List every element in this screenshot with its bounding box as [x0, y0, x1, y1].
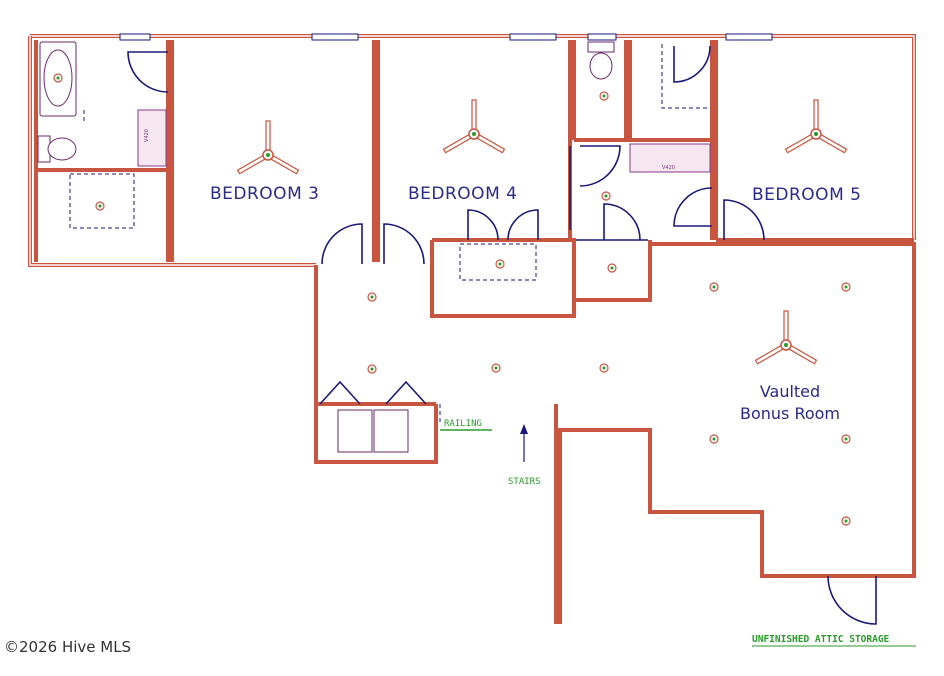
ceiling-fan-icon [236, 120, 300, 175]
light-icon [841, 516, 851, 526]
light-icon [95, 201, 105, 211]
dryer [373, 409, 409, 453]
room-label-bonus-line2: Bonus Room [740, 404, 840, 423]
light-icon [601, 191, 611, 201]
room-label-bonus-line1: Vaulted [760, 382, 820, 401]
window [587, 33, 617, 41]
vanity [137, 109, 167, 167]
vanity-label-left: V420 [144, 129, 150, 142]
ceiling-fans [236, 99, 848, 365]
light-icon [841, 434, 851, 444]
ceiling-fan-icon [442, 99, 506, 154]
attic-storage-label: UNFINISHED ATTIC STORAGE [752, 634, 890, 645]
ceiling-fan-icon [754, 310, 818, 365]
window [119, 33, 151, 41]
stairs-label: STAIRS [508, 477, 541, 487]
window [725, 33, 773, 41]
lights [53, 73, 851, 526]
doors [127, 45, 877, 625]
walls [28, 34, 916, 624]
light-icon [367, 364, 377, 374]
copyright-text: ©2026 Hive MLS [4, 638, 132, 656]
light-icon [53, 73, 63, 83]
light-icon [491, 363, 501, 373]
room-label-bedroom-3: BEDROOM 3 [210, 184, 319, 204]
window [509, 33, 557, 41]
light-icon [367, 292, 377, 302]
dashed-lines [69, 44, 710, 424]
light-icon [709, 282, 719, 292]
room-label-bedroom-4: BEDROOM 4 [408, 184, 517, 204]
vanity [629, 143, 711, 173]
window [311, 33, 359, 41]
light-icon [495, 259, 505, 269]
room-label-bedroom-5: BEDROOM 5 [752, 185, 861, 205]
light-icon [607, 263, 617, 273]
ceiling-fan-icon [784, 99, 848, 154]
light-icon [599, 91, 609, 101]
light-icon [599, 363, 609, 373]
vanity-label-right: V420 [662, 165, 675, 171]
washer [337, 409, 373, 453]
light-icon [709, 434, 719, 444]
windows [119, 33, 773, 41]
railing-label: RAILING [444, 419, 482, 429]
toilet [587, 41, 615, 53]
light-icon [841, 282, 851, 292]
